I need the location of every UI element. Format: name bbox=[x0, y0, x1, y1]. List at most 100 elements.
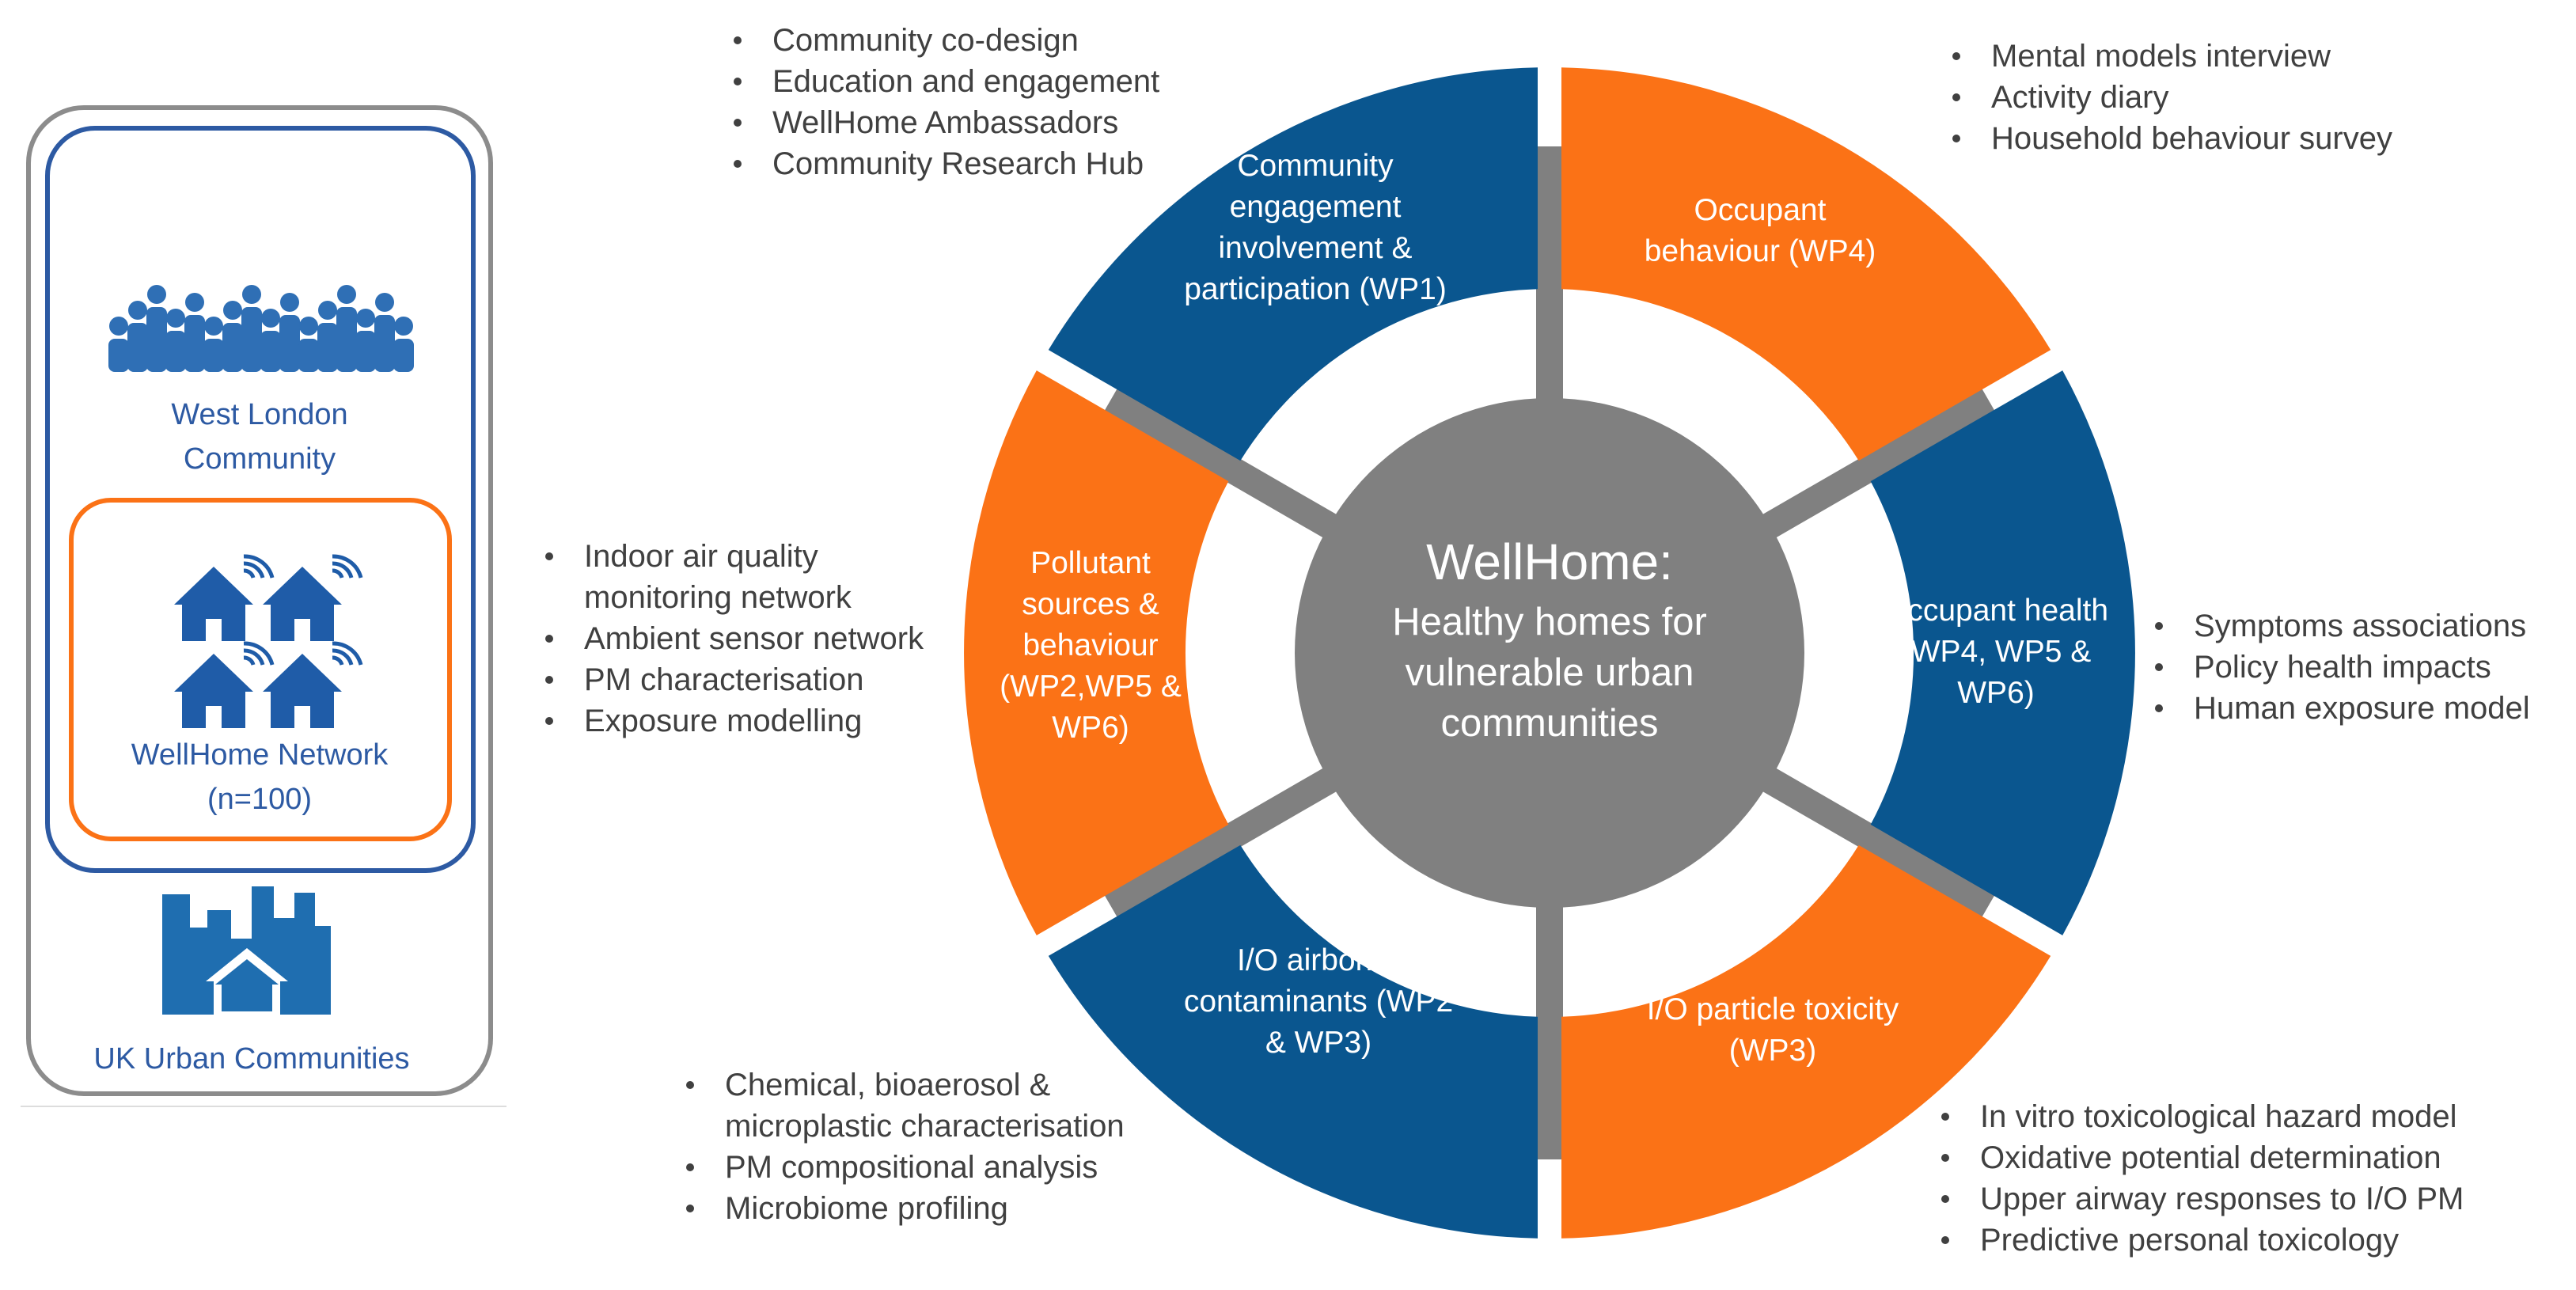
bullet-dot bbox=[2155, 704, 2163, 712]
smart-home-icon bbox=[174, 554, 363, 728]
bullet-dot bbox=[545, 676, 553, 684]
bullet-dot bbox=[2155, 663, 2163, 671]
bullet-item-text: Ambient sensor network bbox=[584, 621, 924, 656]
segment-airborne-label-line: & WP3) bbox=[1265, 1026, 1371, 1060]
segment-pollutant-label-line: WP6) bbox=[1052, 711, 1129, 745]
bullet-item-text-line: Symptoms associations bbox=[2194, 609, 2526, 643]
center-subtitle-line: communities bbox=[1440, 702, 1658, 745]
bullet-dot bbox=[734, 78, 742, 85]
bullet-item: Household behaviour survey bbox=[1952, 121, 2392, 156]
bullet-item-text-line: Community Research Hub bbox=[772, 146, 1144, 181]
bullet-dot bbox=[686, 1205, 694, 1212]
bullet-item: Education and engagement bbox=[734, 64, 1159, 99]
segment-wp1-shape bbox=[1048, 67, 1538, 461]
segment-wp1-label-line: involvement & bbox=[1219, 231, 1413, 265]
bullet-item-text-line: WellHome Ambassadors bbox=[772, 105, 1118, 140]
bullet-dot bbox=[1941, 1195, 1949, 1203]
bullet-item-text-line: Human exposure model bbox=[2194, 691, 2530, 726]
bullet-item: Activity diary bbox=[1952, 80, 2169, 115]
bullet-item-text: Community co-design bbox=[772, 23, 1079, 58]
segment-toxicity-shape bbox=[1561, 844, 2051, 1239]
bullet-dot bbox=[545, 552, 553, 560]
bullet-item-text-line: PM characterisation bbox=[584, 662, 863, 697]
bullet-item-text-line: In vitro toxicological hazard model bbox=[1980, 1099, 2457, 1134]
community-label-line: Community bbox=[184, 442, 336, 476]
segment-pollutant-label-line: Pollutant bbox=[1030, 546, 1151, 580]
bullet-dot bbox=[1952, 52, 1960, 60]
bullet-item-text-line: Household behaviour survey bbox=[1991, 121, 2392, 156]
bullet-item-text: In vitro toxicological hazard model bbox=[1980, 1099, 2457, 1134]
bullet-item-text: Activity diary bbox=[1991, 80, 2169, 115]
bullet-item-text: Human exposure model bbox=[2194, 691, 2530, 726]
segment-toxicity-label-line: (WP3) bbox=[1729, 1034, 1817, 1068]
urban-label: UK Urban Communities bbox=[93, 1042, 409, 1076]
bullet-item-text: WellHome Ambassadors bbox=[772, 105, 1118, 140]
network-label-line: WellHome Network bbox=[131, 738, 389, 772]
segment-pollutant-shape bbox=[964, 370, 1229, 935]
bullet-dot bbox=[734, 36, 742, 44]
bullet-item: Ambient sensor network bbox=[545, 621, 924, 656]
outer-panel-border bbox=[26, 105, 493, 1096]
bullet-item: Upper airway responses to I/O PM bbox=[1941, 1182, 2464, 1216]
bullet-item-text-line: monitoring network bbox=[584, 580, 852, 615]
bullet-item-text: Community Research Hub bbox=[772, 146, 1144, 181]
bullet-item: Human exposure model bbox=[2155, 691, 2530, 726]
bullet-item-text-line: microplastic characterisation bbox=[725, 1109, 1125, 1144]
segment-toxicity-label-line: I/O particle toxicity bbox=[1647, 992, 1899, 1026]
bullet-item: Community co-design bbox=[734, 23, 1079, 58]
city-buildings-icon bbox=[162, 886, 331, 1015]
bullet-item-text: Predictive personal toxicology bbox=[1980, 1223, 2399, 1258]
bullet-item-text-line: Upper airway responses to I/O PM bbox=[1980, 1182, 2464, 1216]
bullet-dot bbox=[545, 635, 553, 643]
bullet-item-text-line: Predictive personal toxicology bbox=[1980, 1223, 2399, 1258]
bullet-item-text: Microbiome profiling bbox=[725, 1191, 1008, 1226]
bullet-dot bbox=[686, 1081, 694, 1089]
segment-wp4-label-line: Occupant bbox=[1694, 193, 1827, 227]
center-subtitle-line: vulnerable urban bbox=[1405, 651, 1694, 694]
bullet-dot bbox=[1941, 1236, 1949, 1244]
segment-health-label-line: WP6) bbox=[1957, 676, 2035, 710]
segment-pollutant-label-line: sources & bbox=[1022, 587, 1159, 621]
bullet-item-text: Indoor air quality monitoring network bbox=[584, 539, 852, 615]
bullet-dot bbox=[545, 717, 553, 725]
segment-health-label: Occupant health(WP4, WP5 &WP6) bbox=[1884, 594, 2108, 710]
segment-health: Occupant health(WP4, WP5 &WP6) bbox=[1870, 370, 2135, 935]
segment-health-label-line: (WP4, WP5 & bbox=[1901, 635, 2092, 669]
bullet-item: In vitro toxicological hazard model bbox=[1941, 1099, 2457, 1134]
bullet-item-text-line: Microbiome profiling bbox=[725, 1191, 1008, 1226]
bullet-item-text-line: Indoor air quality bbox=[584, 539, 818, 574]
bullet-item: Exposure modelling bbox=[545, 704, 862, 738]
segment-airborne-shape bbox=[1048, 844, 1538, 1239]
bullet-item-text-line: Ambient sensor network bbox=[584, 621, 924, 656]
people-group-icon bbox=[108, 285, 414, 372]
center-circle bbox=[1295, 398, 1804, 908]
bullet-item-text-line: Oxidative potential determination bbox=[1980, 1140, 2441, 1175]
bullet-item-text-line: Education and engagement bbox=[772, 64, 1159, 99]
bullet-dot bbox=[2155, 622, 2163, 630]
bullet-item-text-line: Activity diary bbox=[1991, 80, 2169, 115]
bullet-item: Community Research Hub bbox=[734, 146, 1144, 181]
bullet-dot bbox=[1941, 1113, 1949, 1121]
bullet-item-text-line: PM compositional analysis bbox=[725, 1150, 1098, 1185]
bullet-item-text: PM compositional analysis bbox=[725, 1150, 1098, 1185]
bullet-item: Microbiome profiling bbox=[686, 1191, 1008, 1226]
bullet-item: PM compositional analysis bbox=[686, 1150, 1098, 1185]
segment-toxicity-label: I/O particle toxicity (WP3) bbox=[1647, 992, 1899, 1068]
bullet-item-text: Education and engagement bbox=[772, 64, 1159, 99]
bullet-item-text-line: Mental models interview bbox=[1991, 39, 2331, 74]
bullet-item-text-line: Community co-design bbox=[772, 23, 1079, 58]
bullet-item-text: PM characterisation bbox=[584, 662, 863, 697]
bullet-item: Mental models interview bbox=[1952, 39, 2331, 74]
segment-pollutant-label-line: (WP2,WP5 & bbox=[1000, 670, 1182, 704]
